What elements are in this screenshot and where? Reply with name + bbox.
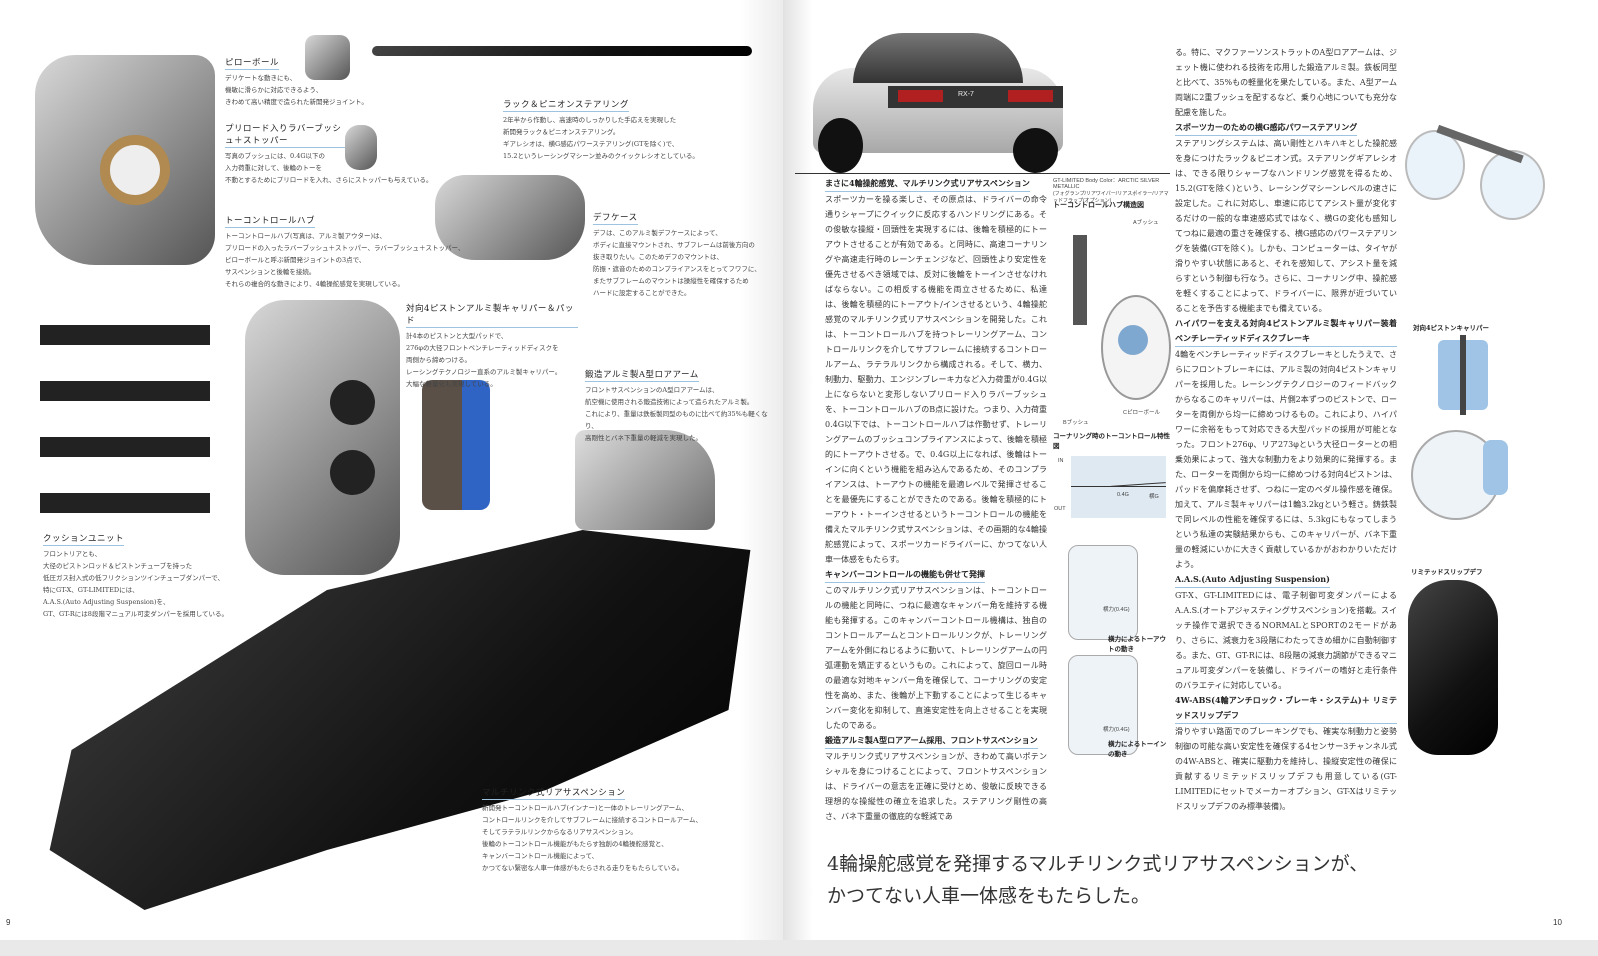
photo-rule [795, 173, 1170, 174]
caption-diff-case: デフケース デフは、このアルミ製デフケースによって、 ボディに直接マウントされ、… [593, 205, 771, 299]
brake-caliper-photo [245, 300, 400, 575]
section-body: る。特に、マクファーソンストラットのA型ロアアームは、ジェット機に使われる技術を… [1175, 48, 1397, 117]
caption-title: 鍛造アルミ製A型ロアアーム [585, 370, 699, 382]
caliper-diagram-label: 対向4ピストンキャリパー [1413, 324, 1490, 332]
hub-diagram-title: トーコントロールハブ構造図 [1053, 200, 1144, 209]
chart-label: IN [1058, 458, 1064, 464]
steering-rack-photo [372, 46, 752, 56]
car-badge: RX-7 [958, 91, 974, 98]
disc-caliper [1483, 440, 1508, 495]
label-c-pillowball: Cピローボール [1123, 410, 1160, 416]
caption-cushion-unit: クッションユニット フロントリアとも、 大径のピストンロッド＆ピストンチューブを… [43, 526, 243, 620]
hub-diagram [1063, 225, 1171, 405]
section-body: 4輪をベンチレーティッドディスクブレーキとしたうえで、さらにフロントブレーキには… [1175, 350, 1397, 569]
caliper-piston [330, 380, 375, 425]
chart-label: OUT [1054, 506, 1066, 512]
section-heading: ハイパワーを支える対向4ピストンアルミ製キャリパー装着 ベンチレーティッドディス… [1175, 316, 1397, 347]
page-number: 10 [1553, 918, 1562, 927]
caption-title: マルチリンク式リアサスペンション [482, 788, 626, 800]
caption-body: フロントサスペンションのA型ロアアームは、 航空機に使用される鍛造技術によって造… [585, 386, 768, 442]
photo-caption-block: GT-LIMITED Body Color：ARCTIC SILVER META… [1053, 176, 1171, 204]
lsd-photo [1408, 580, 1498, 755]
toe-out-diagram [1068, 545, 1138, 640]
section-body: このマルチリンク式リアサスペンションは、トーコントロールの機能と同時に、つねに最… [825, 586, 1047, 730]
caption-title: 対向4ピストンアルミ製キャリパー＆パッド [406, 302, 578, 328]
toe-chart: 0.4G 横G [1071, 456, 1167, 518]
section-heading: まさに4輪操舵感覚、マルチリンク式リアサスペンション [825, 176, 1030, 192]
caption-title: ピローボール [225, 58, 280, 70]
left-page: ピローボール デリケートな動きにも、 機敏に滑らかに対応できるよう、 きわめて高… [0, 0, 783, 940]
caption-body: 新開発トーコントロールハブ(インナー)と一体のトレーリングアーム、 コントロール… [482, 804, 703, 872]
label-a-bush: Aブッシュ [1133, 220, 1159, 226]
page-number: 9 [6, 918, 11, 927]
caption-body: 写真のブッシュには、0.4G以下の 入力荷重に対して、後輪のトーを 不動とするた… [225, 152, 433, 184]
caption-rack-pinion: ラック＆ピニオンステアリング 2年半から作動し、高速時のしっかりした手応えを実現… [503, 92, 718, 162]
caption-title: ラック＆ピニオンステアリング [503, 100, 629, 112]
caption-body: 計4本のピストンと大型パッドで、 276φの大径フロントベンチレーティッドディス… [406, 332, 562, 388]
photo-caption: GT-LIMITED Body Color：ARCTIC SILVER META… [1053, 178, 1160, 190]
caption-body: トーコントロールハブ(写真は、アルミ製アウター)は、 プリロードの入ったラバーブ… [225, 232, 465, 288]
section-heading: 鍛造アルミ製A型ロアアーム採用、フロントサスペンション [825, 733, 1038, 749]
toe-out-label: 横力によるトーアウトの動き [1108, 635, 1167, 653]
chart-label: 横G [1149, 494, 1159, 500]
headline: 4輪操舵感覚を発揮するマルチリンク式リアサスペンションが、 かつてない人車一体感… [827, 848, 1368, 912]
section-body: マルチリンク式リアサスペンションが、きわめて高いポテンシャルを身につけることによ… [825, 752, 1047, 821]
force-label: 横力(0.4G) [1103, 727, 1130, 733]
caption-bush: プリロード入りラバーブッシュ＋ストッパー 写真のブッシュには、0.4G以下の 入… [225, 122, 440, 186]
bush-photo [345, 125, 377, 170]
right-page: RX-7 GT-LIMITED Body Color：ARCTIC SILVER… [783, 0, 1598, 940]
body-column-1: まさに4輪操舵感覚、マルチリンク式リアサスペンション スポーツカーを操る楽しさ、… [825, 176, 1047, 824]
diff-case-photo [435, 175, 585, 260]
brake-pad-photo [422, 380, 490, 510]
force-label: 横力(0.4G) [1103, 607, 1130, 613]
toe-in-label: 横力によるトーインの動き [1108, 740, 1167, 758]
hub-bearing [100, 135, 170, 205]
caption-lower-arm: 鍛造アルミ製A型ロアアーム フロントサスペンションのA型ロアアームは、 航空機に… [585, 362, 770, 444]
headline-line-1: 4輪操舵感覚を発揮するマルチリンク式リアサスペンションが、 [827, 853, 1369, 875]
caption-body: デリケートな動きにも、 機敏に滑らかに対応できるよう、 きわめて高い精度で造られ… [225, 74, 368, 106]
section-body: スポーツカーを操る楽しさ、その原点は、ドライバーの命令通りシャープにクイックに反… [825, 195, 1047, 564]
section-body: 滑りやすい路面でのブレーキングでも、確実な制動力と姿勢制御の可能な高い安定性を確… [1175, 727, 1397, 811]
caption-body: フロントリアとも、 大径のピストンロッド＆ピストンチューブを持った 低圧ガス封入… [43, 550, 229, 618]
headline-line-2: かつてない人車一体感をもたらした。 [827, 885, 1151, 907]
caption-title: プリロード入りラバーブッシュ＋ストッパー [225, 122, 345, 148]
caption-toe-control-hub: トーコントロールハブ トーコントロールハブ(写真は、アルミ製アウター)は、 プリ… [225, 208, 480, 290]
label-b-bush: Bブッシュ [1063, 420, 1089, 426]
shock-absorbers-photo [40, 315, 210, 520]
pillow-ball-photo [305, 35, 350, 80]
caption-title: トーコントロールハブ [225, 216, 316, 228]
section-body: GT-X、GT-LIMITEDには、電子制御可変ダンパーによるA.A.S.(オー… [1175, 591, 1397, 690]
section-heading: A.A.S.(Auto Adjusting Suspension) [1175, 572, 1330, 588]
chart-label: 0.4G [1117, 492, 1129, 498]
section-body: ステアリングシステムは、高い剛性とハキハキとした操舵感を身につけたラック＆ピニオ… [1175, 139, 1397, 313]
caliper-piston [330, 450, 375, 495]
car-photo: RX-7 [813, 28, 1063, 173]
caption-multilink: マルチリンク式リアサスペンション 新開発トーコントロールハブ(インナー)と一体の… [482, 780, 722, 874]
lower-arm-photo [575, 430, 715, 530]
caption-title: クッションユニット [43, 534, 125, 546]
caption-body: 2年半から作動し、高速時のしっかりした手応えを実現した 新開発ラック＆ピニオンス… [503, 116, 699, 160]
section-heading: キャンバーコントロールの機能も併せて発揮 [825, 567, 985, 583]
caption-caliper: 対向4ピストンアルミ製キャリパー＆パッド 計4本のピストンと大型パッドで、 27… [406, 302, 578, 390]
toe-chart-title: コーナリング時のトーコントロール特性図 [1053, 432, 1170, 450]
caption-title: デフケース [593, 213, 638, 225]
caption-body: デフは、このアルミ製デフケースによって、 ボディに直接マウントされ、サブフレーム… [593, 229, 761, 297]
body-column-2: る。特に、マクファーソンストラットのA型ロアアームは、ジェット機に使われる技術を… [1175, 45, 1397, 814]
lsd-label: リミテッドスリップデフ [1411, 568, 1483, 576]
section-heading: スポーツカーのための横G感応パワーステアリング [1175, 120, 1358, 136]
section-heading: 4W-ABS(4輪アンチロック・ブレーキ・システム)＋ リミテッドスリップデフ [1175, 693, 1397, 724]
photo-caption-sub: (フォグランプ/リアワイパー/リアスポイラー/リアマッドフラップ(オプション) [1053, 191, 1169, 204]
caliper-diagram [1408, 335, 1518, 415]
caption-pillow-ball: ピローボール デリケートな動きにも、 機敏に滑らかに対応できるよう、 きわめて高… [225, 50, 385, 108]
toe-in-diagram [1068, 655, 1138, 755]
steering-system-illustration [1405, 80, 1550, 220]
